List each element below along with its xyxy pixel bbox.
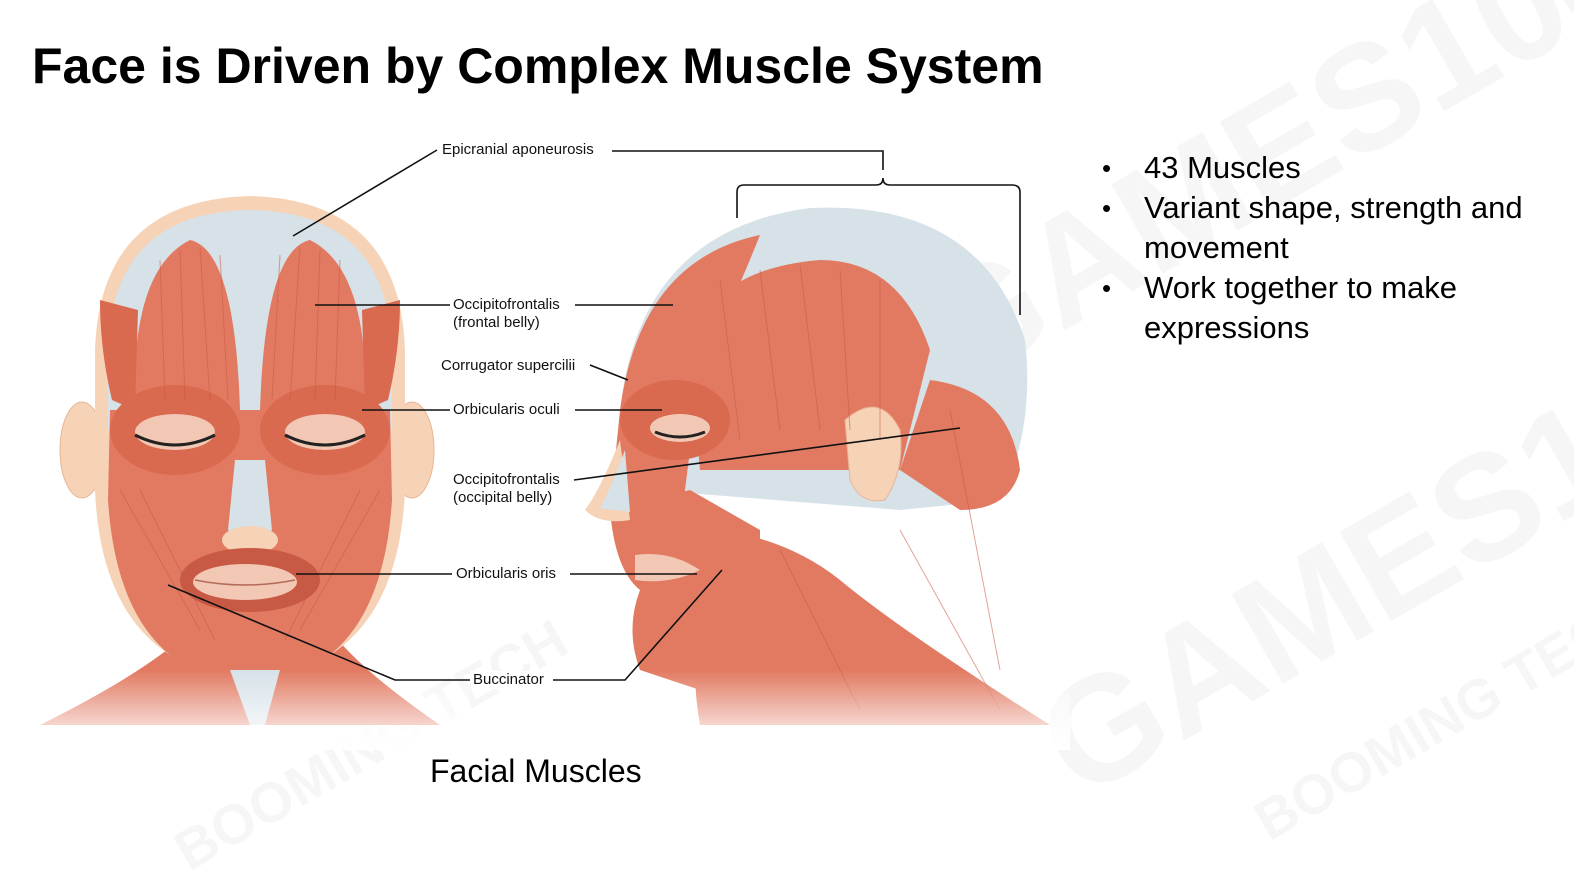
- bullet-icon: •: [1102, 153, 1112, 183]
- bullet-icon: •: [1102, 193, 1112, 223]
- label-occipitofrontalis-occipital: Occipitofrontalis: [451, 471, 562, 489]
- side-head: [580, 207, 1070, 750]
- watermark: GAMES104: [1010, 282, 1574, 832]
- label-occipital-belly: (occipital belly): [451, 489, 555, 507]
- facial-muscles-figure: Epicranial aponeurosis Occipitofrontalis…: [0, 110, 1070, 750]
- facial-muscles-illustration: [0, 149, 1070, 750]
- figure-caption: Facial Muscles: [430, 753, 642, 789]
- leader-lines: [167, 149, 1021, 681]
- label-epicranial-aponeurosis: Epicranial aponeurosis: [440, 141, 596, 159]
- bullet-item: • 43 Muscles: [1100, 148, 1570, 188]
- watermark: BOOMING TECH: [1247, 583, 1574, 847]
- slide-title: Face is Driven by Complex Muscle System: [32, 38, 1044, 94]
- bullet-text: 43 Muscles: [1144, 150, 1301, 185]
- label-frontal-belly: (frontal belly): [451, 314, 542, 332]
- bullet-text: Work together to make expressions: [1144, 270, 1458, 345]
- front-head: [0, 196, 470, 750]
- bullet-item: • Work together to make expressions: [1100, 268, 1570, 348]
- label-orbicularis-oris: Orbicularis oris: [454, 565, 559, 583]
- bullet-text: Variant shape, strength and movement: [1144, 190, 1523, 265]
- bullet-icon: •: [1102, 273, 1112, 303]
- label-corrugator-supercilii: Corrugator supercilii: [439, 357, 578, 375]
- label-buccinator: Buccinator: [471, 671, 546, 689]
- label-orbicularis-oculi: Orbicularis oculi: [451, 401, 562, 419]
- bullet-list: • 43 Muscles • Variant shape, strength and…: [1100, 148, 1570, 348]
- bullet-item: • Variant shape, strength and movement: [1100, 188, 1570, 268]
- label-occipitofrontalis-frontal: Occipitofrontalis: [451, 296, 562, 314]
